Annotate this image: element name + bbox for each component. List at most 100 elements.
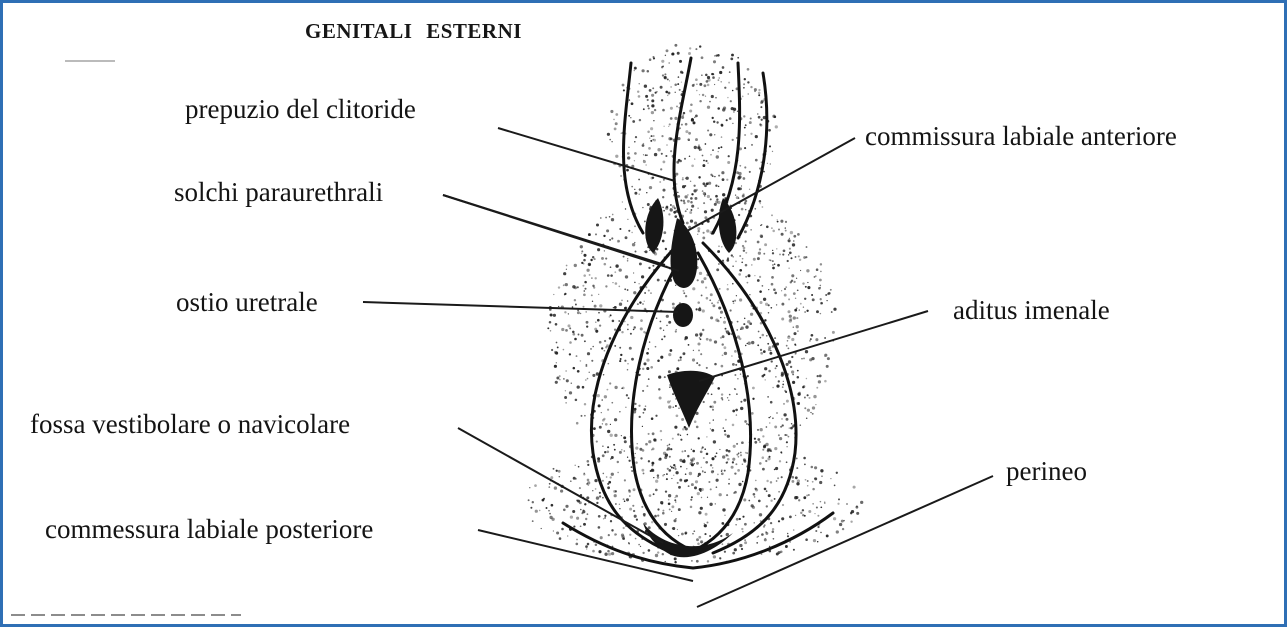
stipple-dot bbox=[705, 143, 707, 145]
stipple-dot bbox=[812, 298, 815, 301]
stipple-dot bbox=[587, 543, 590, 546]
stipple-dot bbox=[815, 404, 816, 405]
stipple-dot bbox=[564, 311, 566, 313]
stipple-dot bbox=[649, 494, 652, 497]
stipple-dot bbox=[660, 321, 662, 323]
stipple-dot bbox=[615, 122, 618, 125]
stipple-dot bbox=[592, 285, 594, 287]
stipple-dot bbox=[645, 154, 647, 156]
stipple-dot bbox=[734, 350, 737, 353]
stipple-dot bbox=[585, 545, 588, 548]
stipple-dot bbox=[675, 285, 676, 286]
stipple-dot bbox=[572, 333, 575, 336]
stipple-dot bbox=[619, 268, 622, 271]
stipple-dot bbox=[768, 129, 771, 132]
stipple-dot bbox=[690, 209, 692, 211]
stipple-dot bbox=[635, 453, 636, 454]
stipple-dot bbox=[697, 227, 700, 230]
stipple-dot bbox=[685, 427, 688, 430]
stipple-dot bbox=[776, 480, 778, 482]
stipple-dot bbox=[765, 379, 766, 380]
stipple-dot bbox=[672, 438, 674, 440]
stipple-dot bbox=[685, 123, 688, 126]
stipple-dot bbox=[710, 154, 712, 156]
stipple-dot bbox=[558, 306, 559, 307]
stipple-dot bbox=[787, 260, 789, 262]
stipple-dot bbox=[675, 330, 677, 332]
stipple-dot bbox=[745, 240, 747, 242]
stipple-dot bbox=[827, 292, 830, 295]
stipple-dot bbox=[738, 177, 740, 179]
stipple-dot bbox=[790, 366, 792, 368]
stipple-dot bbox=[605, 346, 607, 348]
stipple-dot bbox=[660, 86, 663, 89]
stipple-dot bbox=[810, 412, 811, 413]
stipple-dot bbox=[732, 424, 735, 427]
stipple-dot bbox=[583, 259, 586, 262]
stipple-dot bbox=[664, 376, 666, 378]
stipple-dot bbox=[642, 552, 644, 554]
stipple-dot bbox=[697, 492, 700, 495]
stipple-dot bbox=[677, 529, 678, 530]
stipple-dot bbox=[774, 263, 776, 265]
stipple-dot bbox=[650, 127, 653, 130]
stipple-dot bbox=[550, 330, 552, 332]
stipple-dot bbox=[592, 256, 594, 258]
stipple-dot bbox=[709, 535, 711, 537]
stipple-dot bbox=[668, 469, 671, 472]
stipple-dot bbox=[772, 250, 773, 251]
stipple-dot bbox=[635, 136, 637, 138]
stipple-dot bbox=[768, 417, 769, 418]
stipple-dot bbox=[755, 488, 758, 491]
stipple-dot bbox=[587, 352, 590, 355]
stipple-dot bbox=[594, 328, 597, 331]
stipple-dot bbox=[836, 530, 839, 533]
stipple-dot bbox=[603, 374, 604, 375]
stipple-dot bbox=[626, 498, 629, 501]
stipple-dot bbox=[739, 298, 742, 301]
stipple-dot bbox=[643, 362, 646, 365]
stipple-dot bbox=[791, 338, 794, 341]
stipple-dot bbox=[680, 200, 682, 202]
stipple-dot bbox=[601, 399, 603, 401]
stipple-dot bbox=[804, 407, 806, 409]
stipple-dot bbox=[614, 345, 616, 347]
stipple-dot bbox=[713, 440, 716, 443]
stipple-dot bbox=[655, 489, 658, 492]
stipple-dot bbox=[677, 83, 679, 85]
stipple-dot bbox=[677, 52, 680, 55]
stipple-dot bbox=[678, 407, 679, 408]
stipple-dot bbox=[603, 235, 605, 237]
stipple-dot bbox=[815, 530, 817, 532]
stipple-dot bbox=[649, 58, 652, 61]
stipple-dot bbox=[614, 306, 617, 309]
stipple-dot bbox=[789, 238, 790, 239]
stipple-dot bbox=[789, 315, 792, 318]
stipple-dot bbox=[752, 398, 754, 400]
stipple-dot bbox=[618, 286, 620, 288]
stipple-dot bbox=[797, 289, 799, 291]
stipple-dot bbox=[663, 179, 665, 181]
stipple-dot bbox=[611, 529, 613, 531]
stipple-dot bbox=[730, 100, 732, 102]
stipple-dot bbox=[696, 538, 699, 541]
stipple-dot bbox=[759, 248, 761, 250]
stipple-dot bbox=[660, 439, 662, 441]
stipple-dot bbox=[836, 472, 838, 474]
stipple-dot bbox=[594, 479, 597, 482]
stipple-dot bbox=[767, 450, 769, 452]
stipple-dot bbox=[674, 426, 677, 429]
stipple-dot bbox=[663, 126, 664, 127]
stipple-dot bbox=[720, 535, 722, 537]
stipple-dot bbox=[764, 488, 767, 491]
stipple-dot bbox=[744, 127, 746, 129]
stipple-dot bbox=[705, 96, 706, 97]
stipple-dot bbox=[772, 387, 774, 389]
stipple-dot bbox=[853, 486, 856, 489]
stipple-dot bbox=[671, 478, 672, 479]
stipple-dot bbox=[659, 181, 661, 183]
stipple-dot bbox=[833, 517, 836, 520]
stipple-dot bbox=[628, 115, 630, 117]
stipple-dot bbox=[770, 350, 772, 352]
stipple-dot bbox=[707, 106, 710, 109]
